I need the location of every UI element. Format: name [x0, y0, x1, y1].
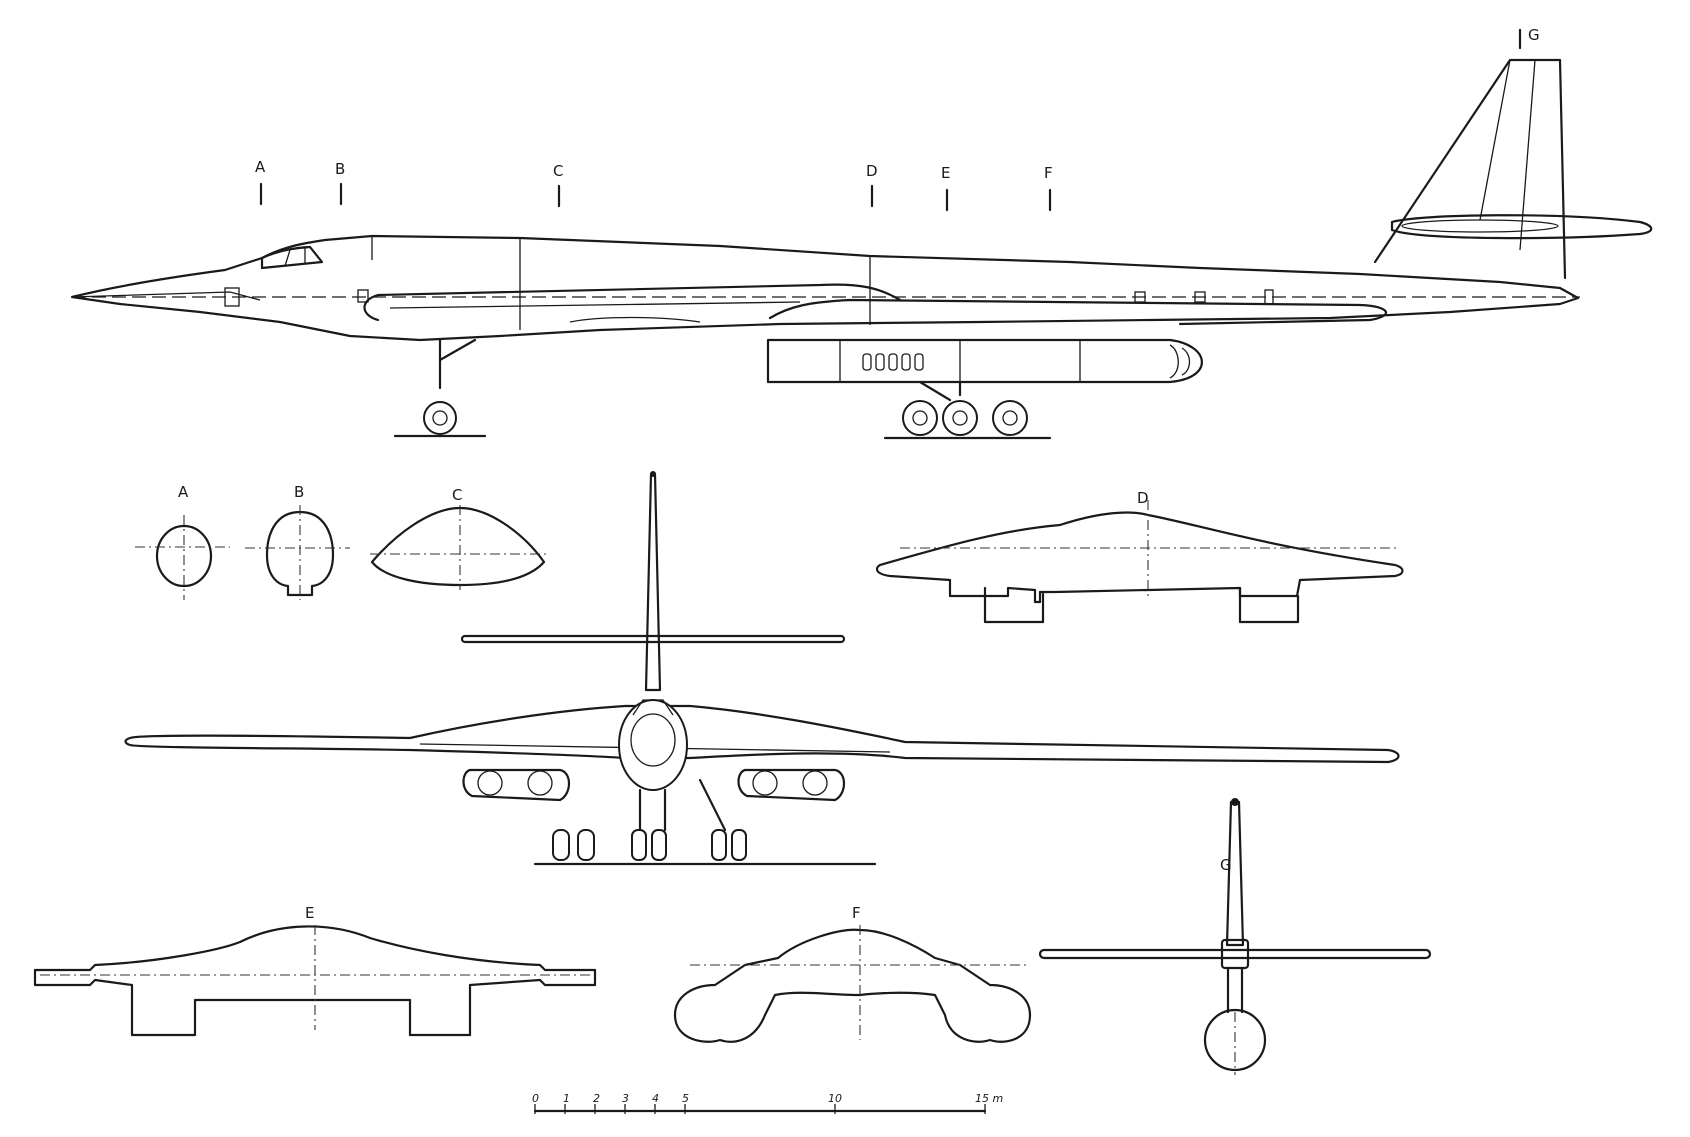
section-label-c: C: [452, 486, 462, 504]
section-b: B: [245, 483, 350, 600]
scale-tick-0: 0: [532, 1092, 539, 1105]
section-e: E: [33, 904, 597, 1037]
marker-label-f: F: [1044, 164, 1053, 182]
scale-tick-2: 2: [593, 1092, 600, 1105]
section-label-b: B: [294, 483, 304, 501]
scale-tick-1: 1: [563, 1092, 570, 1105]
marker-label-d: D: [866, 162, 878, 180]
nacelle-vents: [862, 353, 924, 371]
scale-tick-5: 5: [682, 1092, 689, 1105]
section-markers: A B C D E F G: [255, 26, 1540, 212]
marker-label-b: B: [335, 160, 345, 178]
marker-label-g: G: [1528, 26, 1540, 44]
section-f: F: [673, 904, 1032, 1043]
marker-label-e: E: [941, 164, 950, 182]
marker-label-c: C: [553, 162, 563, 180]
front-view: [124, 471, 1400, 866]
scale-tick-4: 4: [652, 1092, 659, 1105]
section-label-e: E: [305, 904, 314, 922]
marker-label-a: A: [255, 158, 266, 176]
section-label-a: A: [178, 483, 189, 501]
scale-tick-10: 10: [828, 1092, 842, 1105]
section-g: G: [1038, 798, 1432, 1075]
section-a: A: [135, 483, 230, 600]
scale-tick-15: 15 m: [975, 1092, 1003, 1105]
section-label-f: F: [852, 904, 861, 922]
section-label-d: D: [1137, 489, 1149, 507]
scale-tick-3: 3: [622, 1092, 629, 1105]
section-c: C: [370, 486, 548, 590]
section-label-g: G: [1220, 856, 1232, 874]
side-view: [70, 58, 1653, 440]
section-d: D: [875, 489, 1404, 624]
scale-bar: 0 1 2 3 4 5 10 15 m: [532, 1092, 1003, 1114]
